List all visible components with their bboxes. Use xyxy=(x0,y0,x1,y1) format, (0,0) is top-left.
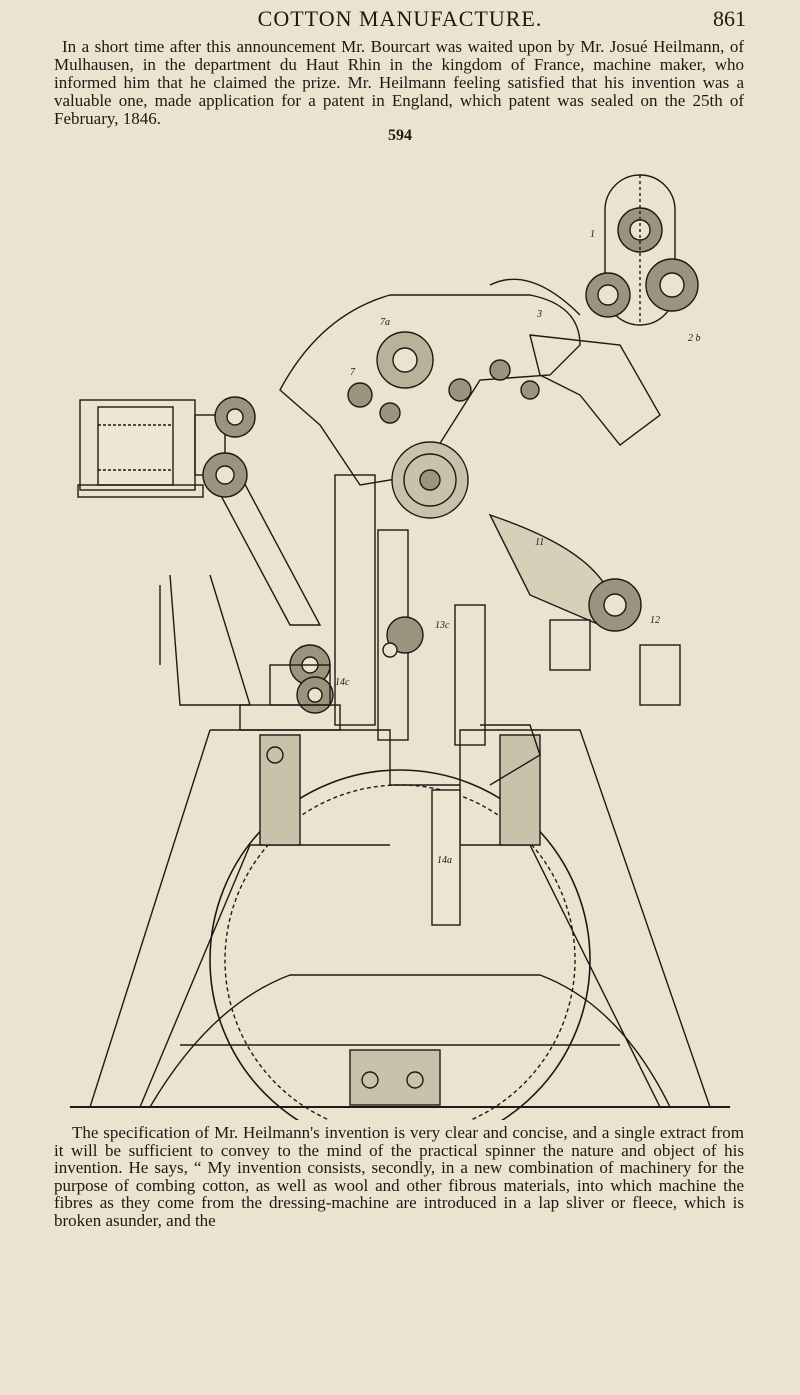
intro-paragraph: In a short time after this announcement … xyxy=(54,37,744,128)
figure-number: 594 xyxy=(388,127,412,144)
figure-label-14c: 14c xyxy=(335,677,350,688)
running-head-title: COTTON MANUFACTURE. xyxy=(257,6,543,31)
figure-label-2b: 2 b xyxy=(688,333,701,344)
combing-machine-engraving: 1 2 b 3 7a 7 11 12 13c 14c 14a xyxy=(70,174,730,1120)
figure-label-3: 3 xyxy=(536,309,542,320)
running-head: COTTON MANUFACTURE. 861 xyxy=(0,6,800,31)
figure-label-11: 11 xyxy=(535,537,544,548)
figure-label-14a: 14a xyxy=(437,855,452,866)
figure-label-7a: 7a xyxy=(380,317,390,328)
page-number: 861 xyxy=(713,6,746,31)
figure-label-1: 1 xyxy=(590,229,595,240)
figure-label-13c: 13c xyxy=(435,620,450,631)
figure-label-12: 12 xyxy=(650,615,660,626)
specification-paragraph: The specification of Mr. Heilmann's inve… xyxy=(54,1123,744,1230)
figure-label-7: 7 xyxy=(350,367,356,378)
